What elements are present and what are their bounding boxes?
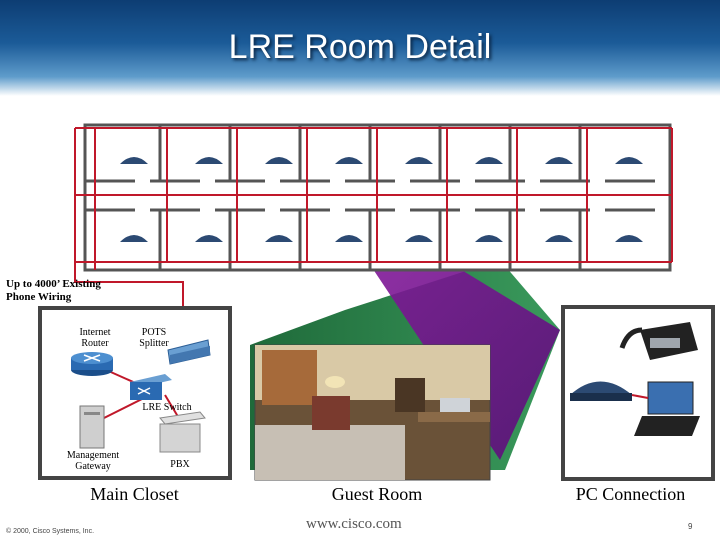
pots-splitter-label: POTS Splitter: [139, 327, 169, 349]
lre-switch-label: LRE Switch: [142, 402, 192, 413]
cisco-website: www.cisco.com: [306, 516, 402, 532]
page-number: 9: [688, 522, 693, 531]
management-gateway-label: Management Gateway: [66, 450, 120, 472]
pbx-icon: [159, 411, 206, 453]
room-modems-bottom: [120, 235, 643, 242]
lre-modem-icon: [570, 381, 632, 401]
telephone-icon: [619, 322, 698, 360]
slide-title: LRE Room Detail: [228, 28, 492, 66]
copyright-text: © 2000, Cisco Systems, Inc.: [6, 528, 95, 535]
guest-room-photo: [254, 344, 491, 481]
title-banner: [0, 0, 720, 96]
pbx-label: PBX: [170, 459, 190, 470]
lre-switch-icon: [130, 374, 172, 400]
wiring-label: Up to 4000’ Existing Phone Wiring: [6, 278, 101, 303]
main-closet-caption: Main Closet: [90, 484, 179, 504]
management-gateway-icon: [79, 405, 105, 449]
pots-splitter-icon: [167, 339, 211, 365]
internet-router-label: Internet Router: [79, 327, 111, 349]
pc-connection-caption: PC Connection: [575, 484, 686, 504]
router-icon: [71, 352, 113, 376]
room-modems-top: [120, 157, 643, 164]
guest-room-caption: Guest Room: [331, 484, 423, 504]
